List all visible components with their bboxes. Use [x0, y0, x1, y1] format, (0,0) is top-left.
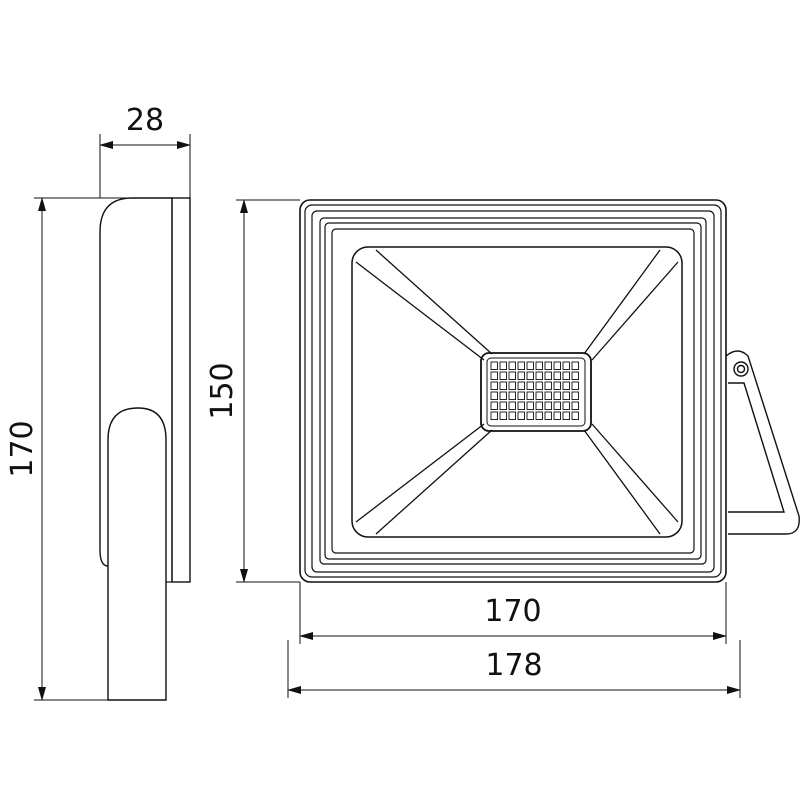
- led-chip: [535, 371, 543, 380]
- led-chip: [544, 371, 552, 380]
- led-chip: [508, 381, 516, 390]
- led-chip: [508, 371, 516, 380]
- led-chip: [571, 401, 579, 410]
- led-chip: [553, 361, 561, 370]
- led-chip: [544, 401, 552, 410]
- led-chip: [535, 391, 543, 400]
- led-chip: [508, 401, 516, 410]
- led-chip: [490, 361, 498, 370]
- led-chip: [499, 391, 507, 400]
- led-chip: [562, 371, 570, 380]
- dimension-side-depth: 28: [99, 103, 191, 198]
- led-chip: [499, 401, 507, 410]
- led-chip: [562, 411, 570, 420]
- led-chip: [535, 361, 543, 370]
- led-chip: [544, 361, 552, 370]
- led-chip: [535, 401, 543, 410]
- led-chip: [535, 411, 543, 420]
- side-bracket: [107, 407, 167, 701]
- led-chip: [499, 411, 507, 420]
- led-chip: [517, 371, 525, 380]
- led-chip: [571, 381, 579, 390]
- dimension-front-height: 150: [205, 199, 300, 583]
- led-chip: [571, 361, 579, 370]
- dimension-front-width-body: 170: [299, 582, 727, 644]
- led-chip: [490, 371, 498, 380]
- front-view: [299, 199, 800, 583]
- led-chip: [526, 371, 534, 380]
- led-chip: [499, 381, 507, 390]
- label-side-height: 170: [5, 420, 40, 477]
- led-chip: [562, 361, 570, 370]
- led-chip: [526, 361, 534, 370]
- led-chip: [571, 391, 579, 400]
- led-chip: [553, 381, 561, 390]
- led-chip: [553, 411, 561, 420]
- led-chip: [553, 371, 561, 380]
- led-chip: [508, 391, 516, 400]
- led-chip: [508, 361, 516, 370]
- led-chip: [517, 391, 525, 400]
- led-chip: [517, 381, 525, 390]
- led-chip: [562, 391, 570, 400]
- front-bracket: [725, 350, 800, 535]
- led-chip: [490, 411, 498, 420]
- side-housing: [99, 197, 172, 567]
- side-view: [99, 197, 191, 701]
- label-front-height: 150: [205, 362, 240, 419]
- led-chip: [571, 411, 579, 420]
- led-chip: [535, 381, 543, 390]
- dimension-front-width-total: 178: [287, 640, 741, 698]
- led-chip: [508, 411, 516, 420]
- led-chip: [517, 401, 525, 410]
- led-chip: [526, 401, 534, 410]
- led-chip: [553, 391, 561, 400]
- led-chip: [553, 401, 561, 410]
- led-panel: [480, 352, 592, 432]
- reflector-facets: [355, 249, 679, 535]
- label-front-width-body: 170: [484, 594, 541, 629]
- led-grid: [490, 361, 579, 420]
- led-chip: [562, 381, 570, 390]
- dimension-side-height: 170: [5, 197, 172, 701]
- led-chip: [499, 371, 507, 380]
- led-chip: [517, 411, 525, 420]
- led-chip: [526, 381, 534, 390]
- label-side-depth: 28: [126, 103, 164, 138]
- side-glass-plate: [171, 197, 191, 583]
- led-chip: [544, 411, 552, 420]
- led-chip: [490, 381, 498, 390]
- label-front-width-total: 178: [485, 648, 542, 683]
- led-chip: [526, 411, 534, 420]
- led-chip: [571, 371, 579, 380]
- led-chip: [490, 391, 498, 400]
- led-chip: [517, 361, 525, 370]
- led-chip: [526, 391, 534, 400]
- led-chip: [562, 401, 570, 410]
- led-chip: [544, 381, 552, 390]
- reflector: [351, 246, 683, 538]
- led-chip: [490, 401, 498, 410]
- led-chip: [544, 391, 552, 400]
- led-chip: [499, 361, 507, 370]
